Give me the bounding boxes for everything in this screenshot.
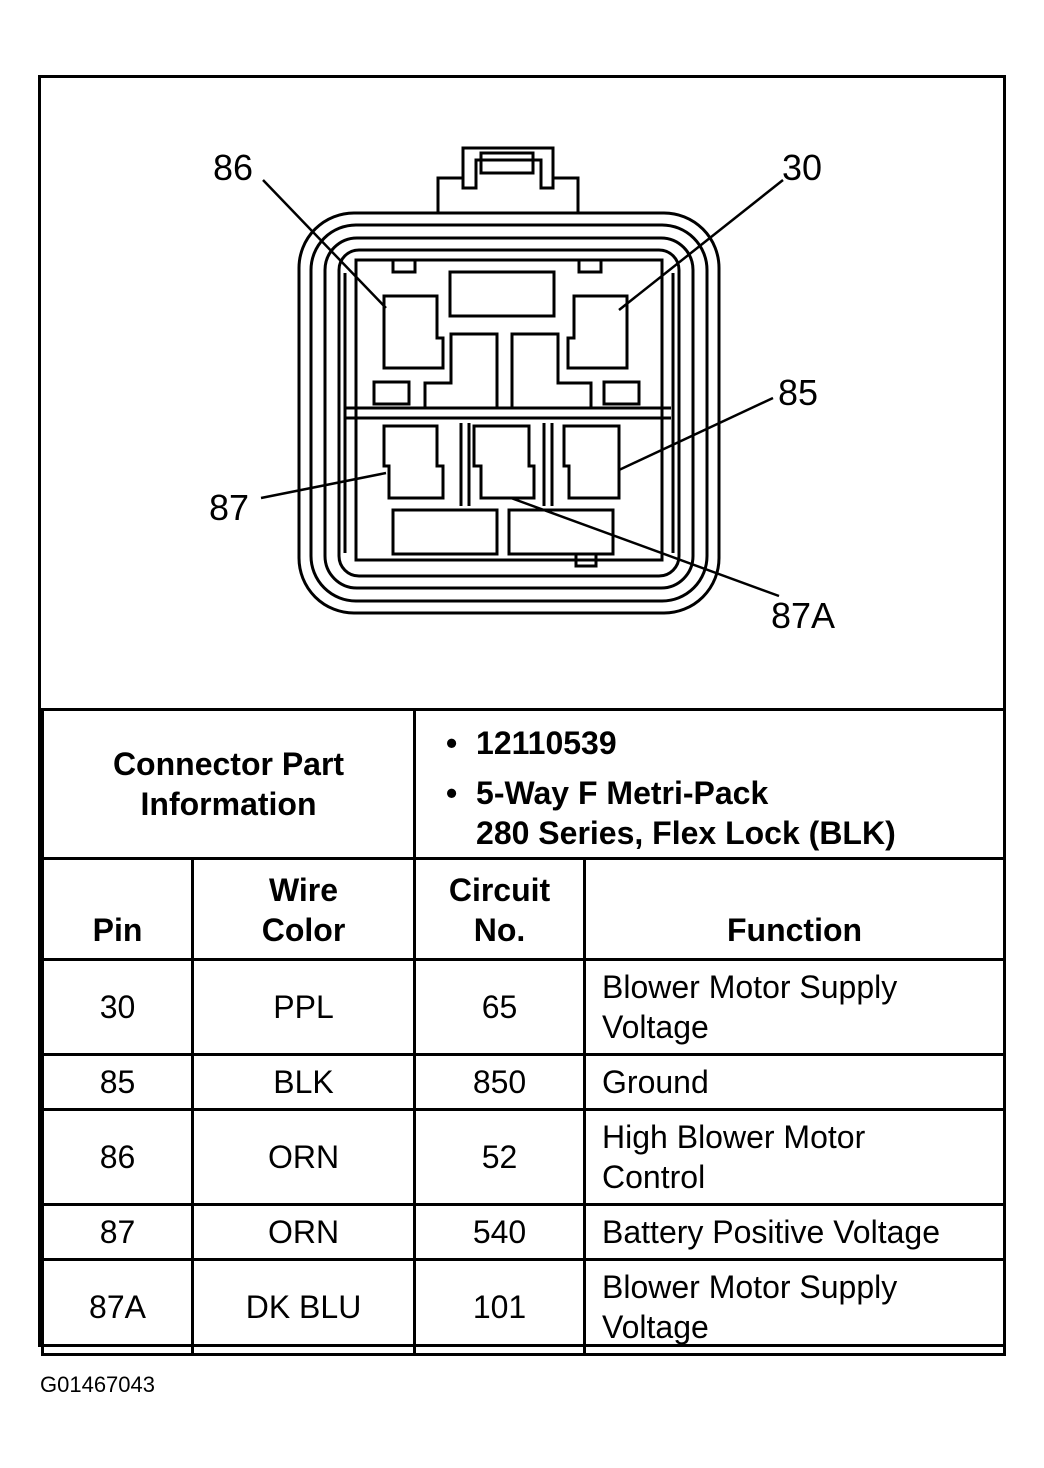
table-header-row: Pin Wire Color Circuit No. Function xyxy=(41,857,1007,961)
cell-pin: 86 xyxy=(41,1108,194,1206)
pin-86-label: 86 xyxy=(213,147,254,188)
cell-circuit: 52 xyxy=(413,1108,587,1206)
cell-wire-color: DK BLU xyxy=(190,1258,417,1356)
pin-87a-label: 87A xyxy=(771,595,836,636)
diagram-frame: 86 30 85 87 87A Connector Part Informati… xyxy=(38,75,1007,1356)
connector-face-drawing xyxy=(260,146,784,615)
cell-pin: 87 xyxy=(41,1203,194,1261)
connector-table: Connector Part Information • 12110539 • … xyxy=(40,708,1007,1356)
cell-wire-color: PPL xyxy=(190,958,417,1056)
cell-wire-color: BLK xyxy=(190,1053,417,1111)
leader-lines xyxy=(260,179,784,598)
figure-code: G01467043 xyxy=(40,1372,155,1397)
bullet-icon: • xyxy=(446,725,458,761)
cell-function: Battery Positive Voltage xyxy=(583,1203,1007,1261)
cell-circuit: 101 xyxy=(413,1258,587,1356)
connector-type-line2: 280 Series, Flex Lock (BLK) xyxy=(476,815,896,851)
cell-circuit: 850 xyxy=(413,1053,587,1111)
connector-diagram: 86 30 85 87 87A xyxy=(41,78,1003,708)
connector-type-item: • 5-Way F Metri-Pack 280 Series, Flex Lo… xyxy=(446,773,1003,853)
cell-wire-color: ORN xyxy=(190,1108,417,1206)
header-circuit-no: Circuit No. xyxy=(413,857,587,961)
cell-circuit: 65 xyxy=(413,958,587,1056)
connector-part-label-line2: Information xyxy=(140,786,317,822)
cell-wire-color: ORN xyxy=(190,1203,417,1261)
pin-87-label: 87 xyxy=(209,487,250,528)
table-row: 85 BLK 850 Ground xyxy=(41,1053,1007,1111)
header-function: Function xyxy=(583,857,1007,961)
header-pin: Pin xyxy=(41,857,194,961)
part-number: 12110539 xyxy=(476,725,617,761)
connector-part-info-row: Connector Part Information • 12110539 • … xyxy=(40,708,1007,860)
connector-part-info-values: • 12110539 • 5-Way F Metri-Pack 280 Seri… xyxy=(413,708,1007,860)
connector-type-line1: 5-Way F Metri-Pack xyxy=(476,775,769,811)
table-row: 87 ORN 540 Battery Positive Voltage xyxy=(41,1203,1007,1261)
connector-part-label-line1: Connector Part xyxy=(112,746,345,782)
cell-pin: 87A xyxy=(41,1258,194,1356)
cell-pin: 30 xyxy=(41,958,194,1056)
pin-85-label: 85 xyxy=(778,372,819,413)
cell-circuit: 540 xyxy=(413,1203,587,1261)
cell-function: Ground xyxy=(583,1053,1007,1111)
header-wire-color: Wire Color xyxy=(190,857,417,961)
part-number-item: • 12110539 xyxy=(446,723,1003,763)
connector-part-info-label: Connector Part Information xyxy=(40,708,417,860)
cell-pin: 85 xyxy=(41,1053,194,1111)
bullet-icon: • xyxy=(446,775,458,811)
pin-30-label: 30 xyxy=(782,147,823,188)
